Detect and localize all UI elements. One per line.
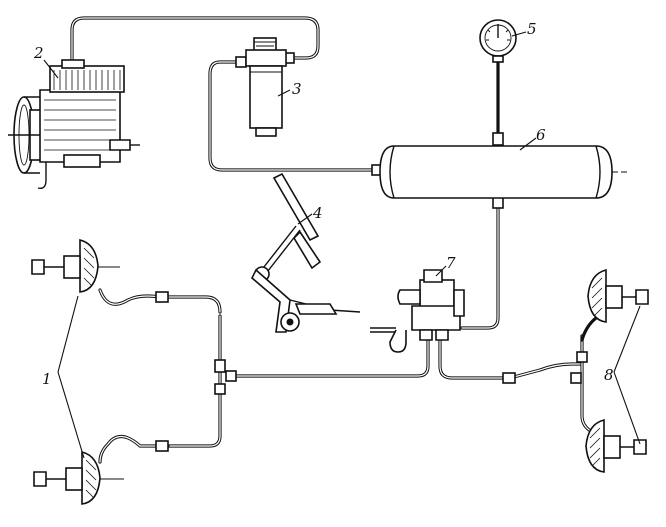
label-7: 7	[446, 254, 456, 272]
left-brake-chamber-lower	[33, 450, 124, 505]
label-2: 2	[33, 44, 44, 62]
label-1: 1	[42, 370, 52, 388]
left-brake-chamber-upper	[31, 238, 120, 293]
label-8: 8	[604, 366, 614, 384]
right-brake-chamber-lower	[585, 418, 647, 473]
callout-lines	[43, 31, 641, 459]
label-6: 6	[536, 126, 546, 144]
brake-pedal-linkage	[251, 172, 361, 333]
part-number-labels: 1 2 3 4 5 6 7 8	[33, 20, 614, 388]
air-receiver-tank	[379, 145, 628, 199]
pressure-gauge	[479, 19, 517, 63]
air-compressor	[8, 59, 140, 190]
pipelines	[70, 16, 606, 464]
label-4: 4	[312, 204, 323, 222]
right-brake-chamber-upper	[587, 268, 649, 323]
pipe-fittings	[155, 52, 588, 452]
label-5: 5	[527, 20, 537, 38]
label-3: 3	[292, 80, 302, 98]
pressure-regulator	[245, 37, 287, 137]
brake-valve	[389, 269, 465, 353]
